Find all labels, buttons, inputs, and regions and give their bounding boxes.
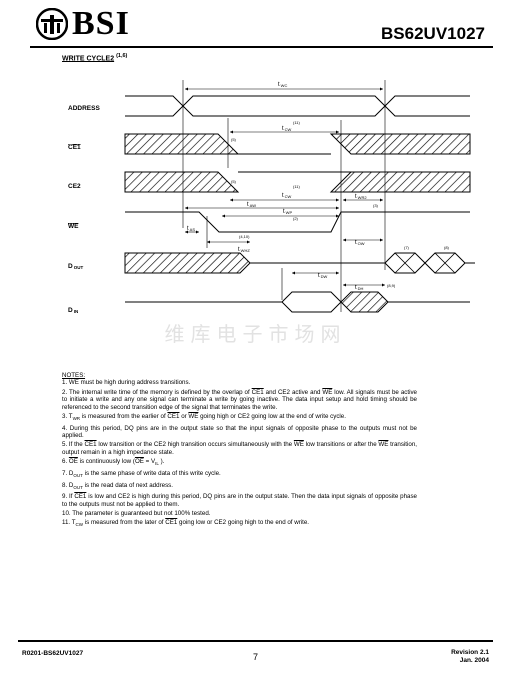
note-11-b: (11) (293, 184, 300, 189)
notes-section: NOTES: 1. WE must be high during address… (62, 372, 417, 531)
note-5-b: (5) (231, 179, 237, 184)
section-title: WRITE CYCLE2 (1,6) (62, 53, 128, 63)
header-rule (30, 46, 493, 48)
note-item: 7. DOUT is the same phase of write data … (62, 469, 221, 479)
tdw-label: tDW (318, 273, 328, 279)
note-item: 4. During this period, DQ pins are in th… (62, 424, 417, 440)
twp-label: tWP (283, 209, 292, 215)
watermark: 维库电子市场网 (164, 322, 347, 346)
signal-ce2-label: CE2 (68, 183, 81, 190)
taw-label: tAW (247, 202, 256, 208)
note-item: 10. The parameter is guaranteed but not … (62, 510, 211, 518)
note-item: 6. OE is continuously low (OE = VIL ). (62, 458, 165, 467)
note-4-10: (4,10) (239, 234, 250, 239)
footer-doc-id: R0201-BS62UV1027 (22, 650, 84, 657)
twc-label: tWC (278, 82, 287, 88)
note-item: 5. If the CE1 low transition or the CE2 … (62, 441, 417, 456)
ce2-waveform (124, 171, 471, 193)
page-number: 7 (252, 652, 258, 662)
tcw2-label: tCW (282, 193, 292, 199)
timing-diagram: ADDRESS CE1 CE2 WE DOUT DIN (68, 80, 475, 314)
bsi-logo-icon (36, 8, 68, 40)
note-item: 3. TWR is measured from the earlier of C… (62, 413, 346, 422)
note-item: 2. The internal write time of the memory… (62, 388, 417, 411)
ce1-waveform (124, 133, 471, 155)
address-waveform (125, 95, 470, 117)
note-item: 9. If CE1 is low and CE2 is high during … (62, 493, 417, 508)
signal-din-label: DIN (68, 307, 78, 314)
note-3: (3) (373, 203, 379, 208)
note-7: (7) (404, 245, 410, 250)
part-number: BS62UV1027 (381, 24, 485, 43)
footer-revision: Revision 2.1 Jan. 2004 (451, 649, 489, 664)
signal-ce1-label: CE1 (68, 144, 81, 151)
notes-heading: NOTES: (62, 372, 86, 379)
signal-dout-label: DOUT (68, 263, 83, 270)
note-8: (8) (444, 245, 450, 250)
note-8-9: (8,9) (387, 283, 396, 288)
note-2: (2) (293, 216, 299, 221)
tcw1-label: tCW (282, 126, 292, 132)
we-waveform (125, 211, 470, 233)
dout-waveform (124, 252, 475, 274)
tas-label: tAS (187, 226, 195, 232)
twhz-label: tWHZ (238, 247, 250, 253)
logo-text: BSI (72, 5, 130, 42)
tdh-label: tDH (355, 285, 364, 291)
note-item: 11. TCW is measured from the later of CE… (62, 519, 310, 528)
signal-we-label: WE (68, 223, 79, 230)
timing-arrows (185, 87, 385, 300)
note-item: 1. WE must be high during address transi… (62, 379, 191, 387)
note-5-a: (5) (231, 137, 237, 142)
twr2-label: tWR2 (355, 194, 367, 200)
footer-rule (18, 640, 493, 642)
note-11-a: (11) (293, 120, 300, 125)
note-item: 8. DOUT is the read data of next address… (62, 481, 173, 490)
signal-address-label: ADDRESS (68, 105, 100, 112)
tow-label: tOW (355, 240, 365, 246)
din-waveform (125, 291, 470, 313)
